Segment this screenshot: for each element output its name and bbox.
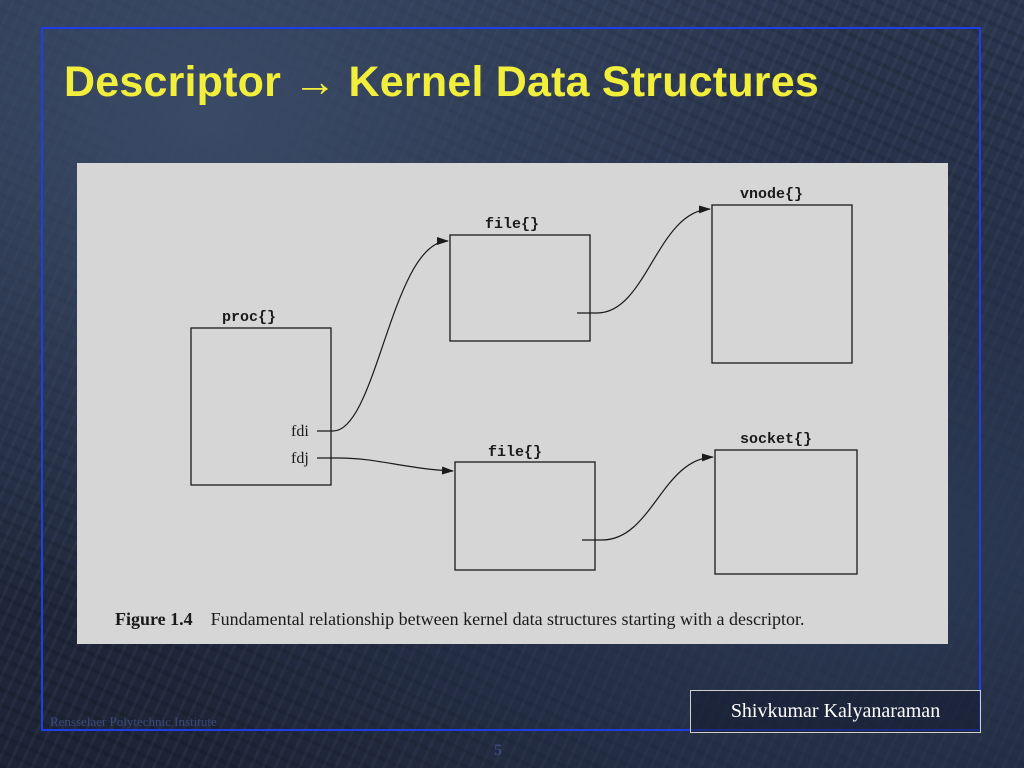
slide-frame bbox=[41, 27, 981, 731]
descriptor-label-fdj: fdj bbox=[291, 450, 309, 467]
proc-struct-label: proc{} bbox=[222, 309, 276, 326]
arrow-fdi-to-file-top bbox=[317, 237, 449, 432]
page-number: 5 bbox=[494, 742, 502, 759]
file-struct-label-bottom: file{} bbox=[488, 444, 542, 461]
file-struct-box-bottom bbox=[454, 461, 596, 571]
arrow-file-bottom-to-socket bbox=[582, 453, 714, 541]
vnode-struct-box bbox=[711, 204, 853, 364]
socket-struct-box bbox=[714, 449, 858, 575]
arrow-file-top-to-vnode bbox=[577, 205, 711, 314]
figure-diagram: proc{} file{} vnode{} file{} socket{} fd… bbox=[77, 163, 948, 644]
figure-caption: Figure 1.4 Fundamental relationship betwe… bbox=[115, 609, 805, 630]
descriptor-label-fdi: fdi bbox=[291, 423, 309, 440]
socket-struct-label: socket{} bbox=[740, 431, 812, 448]
institute-footer: Rensselaer Polytechnic Institute bbox=[50, 714, 217, 729]
figure-caption-number: Figure 1.4 bbox=[115, 609, 193, 629]
proc-struct-box bbox=[190, 327, 332, 486]
arrow-fdj-to-file-bottom bbox=[317, 457, 454, 475]
vnode-struct-label: vnode{} bbox=[740, 186, 803, 203]
author-box: Shivkumar Kalyanaraman bbox=[690, 690, 981, 733]
file-struct-box-top bbox=[449, 234, 591, 342]
diagram-canvas: proc{} file{} vnode{} file{} socket{} fd… bbox=[190, 186, 858, 575]
slide-title: Descriptor → Kernel Data Structures bbox=[64, 58, 819, 106]
file-struct-label-top: file{} bbox=[485, 216, 539, 233]
figure-caption-text: Fundamental relationship between kernel … bbox=[210, 609, 805, 629]
